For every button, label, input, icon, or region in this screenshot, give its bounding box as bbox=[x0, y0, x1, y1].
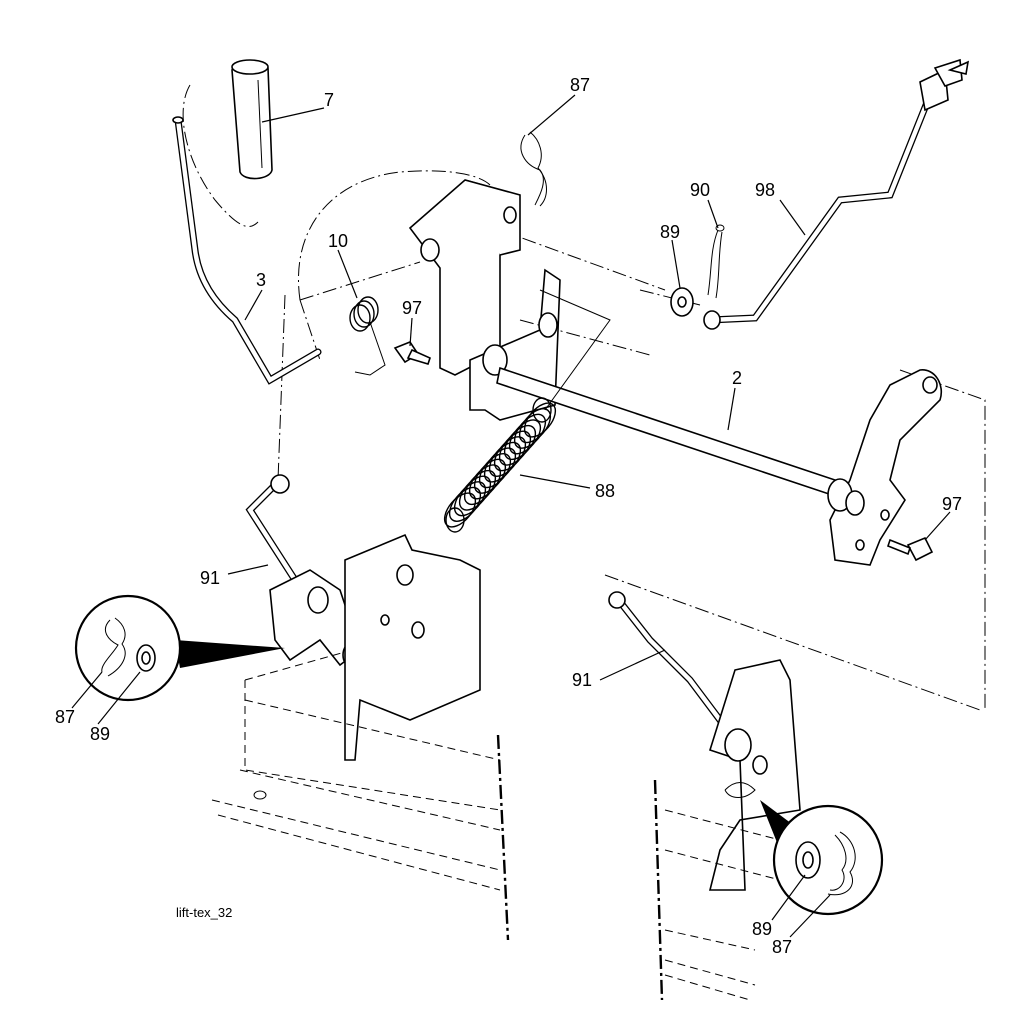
lift-lever bbox=[172, 116, 322, 385]
callout-7: 7 bbox=[324, 90, 334, 110]
shoulder-bolt-right bbox=[887, 536, 934, 562]
callout-91: 91 bbox=[572, 670, 592, 690]
deck-bracket-left bbox=[344, 533, 481, 761]
deck-left bbox=[211, 651, 510, 941]
spring-coil bbox=[523, 402, 557, 438]
callout-89: 89 bbox=[752, 919, 772, 939]
torsion-spring bbox=[349, 296, 386, 376]
callout-98: 98 bbox=[755, 180, 775, 200]
drawing-id: lift-tex_32 bbox=[176, 905, 232, 920]
callout-87: 87 bbox=[570, 75, 590, 95]
callout-89: 89 bbox=[90, 724, 110, 744]
callout-88: 88 bbox=[595, 481, 615, 501]
hairpin-clip-top bbox=[520, 131, 547, 207]
adjuster-rod bbox=[703, 58, 970, 330]
callout-90: 90 bbox=[690, 180, 710, 200]
lift-arm-right bbox=[827, 369, 942, 566]
callout-10: 10 bbox=[328, 231, 348, 251]
lift-link-right bbox=[608, 591, 739, 744]
detail-circle-left bbox=[74, 594, 285, 702]
callout-87: 87 bbox=[55, 707, 75, 727]
deck-right bbox=[653, 779, 781, 1001]
washer-top bbox=[670, 287, 694, 317]
callout-97: 97 bbox=[942, 494, 962, 514]
detail-circle-right bbox=[760, 800, 884, 916]
callout-87: 87 bbox=[772, 937, 792, 957]
handle-grip bbox=[231, 59, 273, 180]
callout-91: 91 bbox=[200, 568, 220, 588]
callout-2: 2 bbox=[732, 368, 742, 388]
callout-97: 97 bbox=[402, 298, 422, 318]
deck-bracket-right bbox=[708, 659, 801, 891]
callouts: 7 87 90 98 89 10 3 97 2 88 97 91 87 89 9… bbox=[55, 75, 962, 957]
cotter-pin bbox=[707, 224, 725, 299]
leader-lines bbox=[71, 94, 951, 938]
lift-link-left bbox=[245, 474, 364, 669]
extension-spring bbox=[443, 397, 557, 533]
callout-3: 3 bbox=[256, 270, 266, 290]
shoulder-bolt-left bbox=[393, 341, 431, 365]
callout-89: 89 bbox=[660, 222, 680, 242]
